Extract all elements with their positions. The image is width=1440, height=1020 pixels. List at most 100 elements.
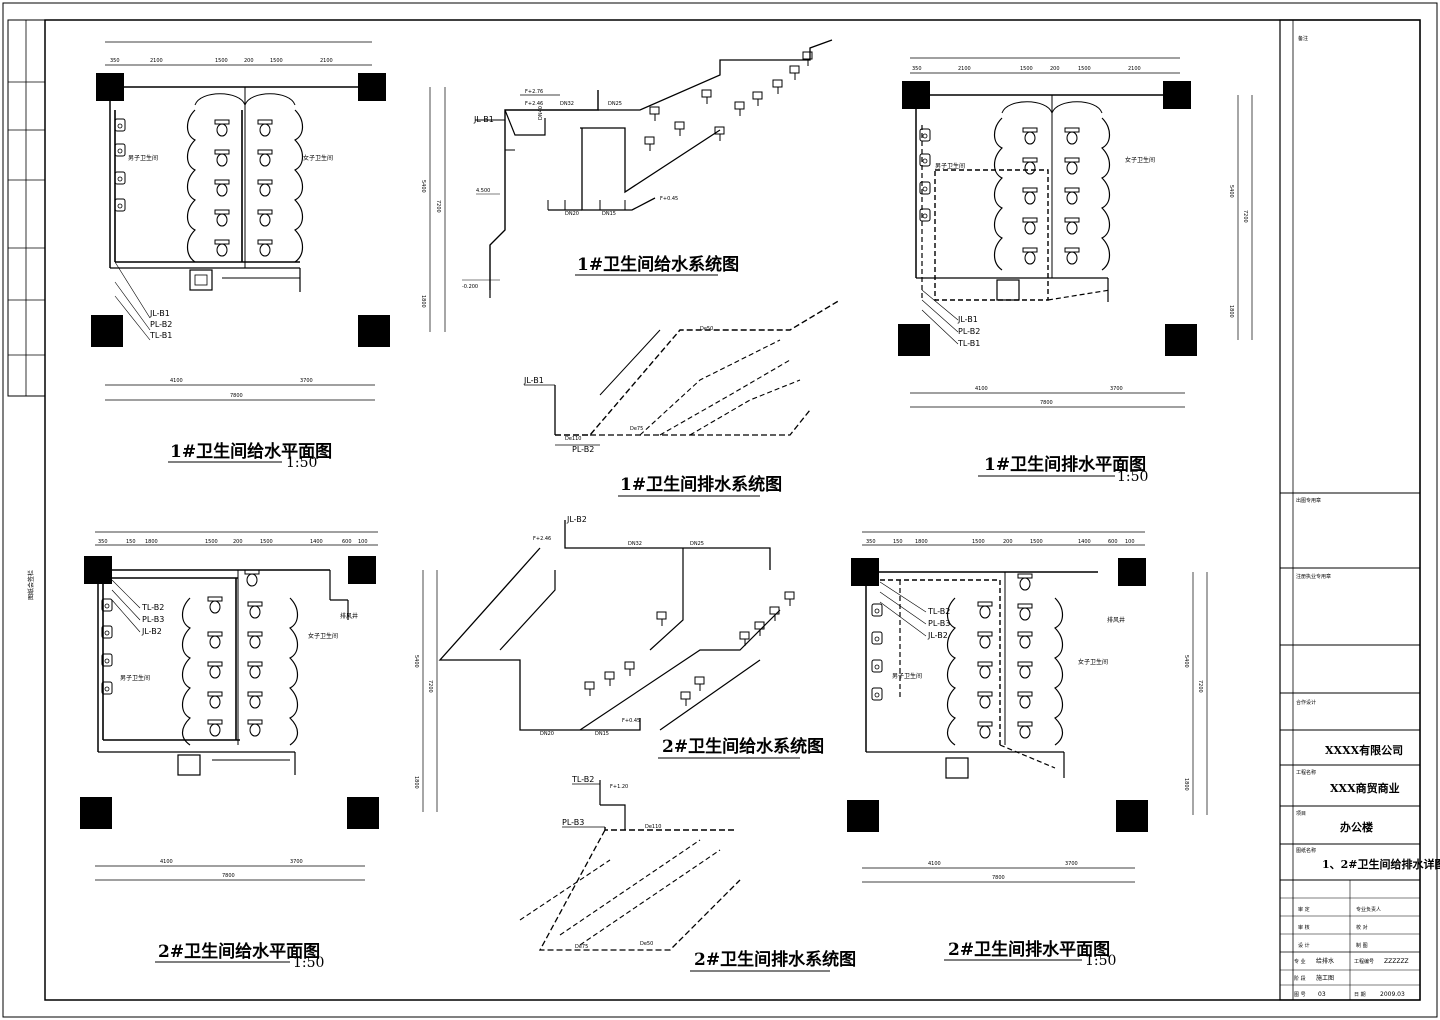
- svg-text:图 号: 图 号: [1294, 992, 1306, 998]
- svg-text:1800: 1800: [145, 539, 158, 545]
- svg-text:JL-B2: JL-B2: [141, 627, 162, 636]
- svg-text:1500: 1500: [1030, 539, 1043, 545]
- svg-text:专 业: 专 业: [1294, 958, 1306, 965]
- svg-text:3700: 3700: [290, 859, 303, 865]
- svg-text:F+0.45: F+0.45: [622, 718, 640, 724]
- svg-text:JL-B1: JL-B1: [957, 315, 978, 324]
- svg-text:PL-B3: PL-B3: [562, 818, 584, 827]
- svg-text:5400: 5400: [1183, 655, 1189, 668]
- svg-text:男子卫生间: 男子卫生间: [935, 162, 965, 170]
- svg-text:1500: 1500: [260, 539, 273, 545]
- svg-text:3700: 3700: [300, 378, 313, 384]
- svg-text:1:50: 1:50: [293, 955, 324, 971]
- svg-text:JL-B1: JL-B1: [523, 376, 544, 385]
- svg-text:排风井: 排风井: [1107, 616, 1125, 624]
- svg-text:De75: De75: [630, 426, 643, 432]
- title-s1-drain: 1#卫生间排水系统图: [620, 474, 782, 495]
- svg-text:PL-B2: PL-B2: [150, 320, 172, 329]
- svg-text:5400: 5400: [1228, 185, 1234, 198]
- svg-text:DN15: DN15: [602, 211, 616, 217]
- title-p1-drain: 1#卫生间排水平面图: [984, 454, 1146, 475]
- svg-text:1500: 1500: [215, 58, 228, 64]
- svg-text:7800: 7800: [222, 873, 235, 879]
- svg-text:1800: 1800: [413, 776, 419, 789]
- svg-text:3700: 3700: [1110, 386, 1123, 392]
- title-s2-supply: 2#卫生间给水系统图: [662, 736, 824, 757]
- svg-text:DN25: DN25: [690, 541, 704, 547]
- plan-2-supply: 350 150 1800 1500 200 1500 1400 600 100: [80, 531, 438, 971]
- svg-text:DN32: DN32: [628, 541, 642, 547]
- svg-text:TL-B2: TL-B2: [571, 775, 594, 784]
- svg-text:7200: 7200: [435, 200, 441, 213]
- svg-text:阶 段: 阶 段: [1294, 975, 1306, 982]
- svg-text:TL-B2: TL-B2: [927, 607, 950, 616]
- svg-text:100: 100: [358, 539, 368, 545]
- plan-1-supply: 350 2100 1500 200 1500 2100 男子卫: [91, 41, 446, 471]
- svg-text:4100: 4100: [160, 859, 173, 865]
- svg-text:2100: 2100: [958, 66, 971, 72]
- svg-text:350: 350: [110, 58, 120, 64]
- svg-text:350: 350: [866, 539, 876, 545]
- plan-2-drain: 350 150 1800 1500 200 1500 1400 600 100 …: [847, 531, 1208, 969]
- svg-text:DN20: DN20: [565, 211, 579, 217]
- svg-text:给排水: 给排水: [1316, 957, 1334, 965]
- client-name: XXXX有限公司: [1325, 743, 1403, 757]
- svg-text:DN20: DN20: [540, 731, 554, 737]
- svg-text:项目: 项目: [1296, 811, 1306, 817]
- svg-text:2100: 2100: [320, 58, 333, 64]
- svg-text:150: 150: [893, 539, 903, 545]
- system-1-supply: JL-B1 F+2.76 F+2.46 DN40 DN32 DN25 DN20 …: [462, 39, 833, 298]
- title-s2-drain: 2#卫生间排水系统图: [694, 949, 856, 970]
- svg-text:7800: 7800: [230, 393, 243, 399]
- svg-text:TL-B2: TL-B2: [141, 603, 164, 612]
- svg-text:1500: 1500: [1020, 66, 1033, 72]
- svg-text:1400: 1400: [1078, 539, 1091, 545]
- svg-text:600: 600: [1108, 539, 1118, 545]
- svg-text:5400: 5400: [420, 180, 426, 193]
- title-block: 备注 出图专用章 注册执业专用章 合作设计 XXXX有限公司 工程名称 XXX商…: [1279, 19, 1440, 1001]
- svg-text:PL-B3: PL-B3: [928, 619, 950, 628]
- svg-text:男子卫生间: 男子卫生间: [120, 674, 150, 682]
- system-2-drain: TL-B2 F+1.20 PL-B3 De110 De75 De50 2#卫生间…: [519, 775, 856, 972]
- svg-text:专业负责人: 专业负责人: [1356, 906, 1381, 913]
- svg-text:JL-B2: JL-B2: [927, 631, 948, 640]
- item-name: 办公楼: [1340, 820, 1373, 834]
- svg-text:2100: 2100: [150, 58, 163, 64]
- svg-text:DN40: DN40: [538, 106, 544, 120]
- svg-text:200: 200: [233, 539, 243, 545]
- svg-text:备注: 备注: [1298, 35, 1308, 42]
- svg-text:工程名称: 工程名称: [1296, 769, 1316, 776]
- svg-text:1500: 1500: [270, 58, 283, 64]
- svg-text:1400: 1400: [310, 539, 323, 545]
- svg-text:女子卫生间: 女子卫生间: [308, 632, 338, 640]
- drawing-title: 1、2#卫生间给排水详图: [1322, 857, 1440, 871]
- title-s1-supply: 1#卫生间给水系统图: [577, 254, 739, 275]
- signature-label: 图纸会签栏: [27, 570, 35, 600]
- svg-text:De110: De110: [645, 824, 661, 830]
- svg-text:男子卫生间: 男子卫生间: [892, 672, 922, 680]
- svg-text:350: 350: [98, 539, 108, 545]
- svg-text:女子卫生间: 女子卫生间: [1125, 156, 1155, 164]
- svg-text:1500: 1500: [1078, 66, 1091, 72]
- project-name: XXX商贸商业: [1330, 781, 1400, 795]
- svg-text:200: 200: [1003, 539, 1013, 545]
- svg-text:校 对: 校 对: [1356, 924, 1368, 931]
- svg-text:F+2.46: F+2.46: [533, 536, 551, 542]
- title-p2-supply: 2#卫生间给水平面图: [158, 941, 320, 962]
- svg-text:合作设计: 合作设计: [1296, 699, 1316, 706]
- svg-text:男子卫生间: 男子卫生间: [128, 154, 158, 162]
- svg-text:PL-B2: PL-B2: [958, 327, 980, 336]
- svg-text:1800: 1800: [915, 539, 928, 545]
- svg-text:施工图: 施工图: [1316, 974, 1334, 982]
- svg-text:DN15: DN15: [595, 731, 609, 737]
- svg-text:审 定: 审 定: [1298, 906, 1310, 913]
- svg-text:JL-B2: JL-B2: [566, 515, 587, 524]
- svg-text:PL-B2: PL-B2: [572, 445, 594, 454]
- system-1-drain: JL-B1 PL-B2 De110 De75 De50 1#卫生间排水系统图: [523, 299, 841, 497]
- plan-1-drain: 350 2100 1500 200 1500 2100 男子卫生间 女子卫生间: [898, 57, 1253, 485]
- svg-text:4100: 4100: [170, 378, 183, 384]
- svg-text:De50: De50: [700, 326, 713, 332]
- svg-text:TL-B1: TL-B1: [149, 331, 172, 340]
- svg-text:De110: De110: [565, 436, 581, 442]
